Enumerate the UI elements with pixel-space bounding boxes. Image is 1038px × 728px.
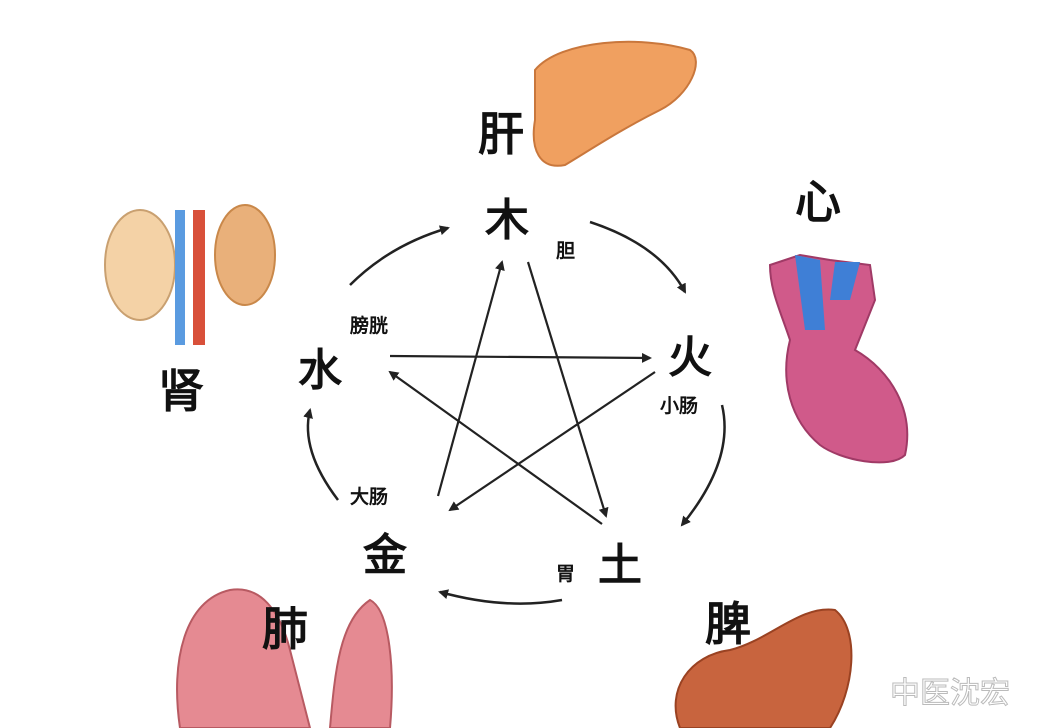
element-earth: 土 (598, 540, 642, 591)
fu-large-intestine: 大肠 (350, 485, 388, 508)
generating-cycle-arrows (303, 220, 726, 605)
element-fire: 火 (668, 332, 712, 383)
element-wood: 木 (485, 195, 529, 246)
watermark: 中医沈宏 (890, 676, 1010, 711)
organ-kidney: 肾 (158, 364, 204, 418)
spleen-image (674, 608, 853, 728)
element-water: 水 (298, 345, 343, 396)
fu-stomach: 胃 (556, 563, 575, 585)
organ-liver: 肝 (478, 107, 524, 161)
element-metal: 金 (362, 530, 408, 581)
organ-spleen: 脾 (705, 597, 751, 651)
organ-lung: 肺 (262, 602, 308, 656)
controlling-cycle-arrows (388, 260, 656, 525)
fu-gallbladder: 胆 (556, 240, 575, 262)
lung-image (176, 588, 393, 728)
fu-small-intestine: 小肠 (660, 395, 698, 417)
organ-heart: 心 (795, 175, 841, 229)
kidney-image (104, 204, 276, 345)
fu-bladder: 膀胱 (349, 314, 388, 337)
liver-image (532, 40, 697, 167)
heart-image (768, 253, 909, 464)
